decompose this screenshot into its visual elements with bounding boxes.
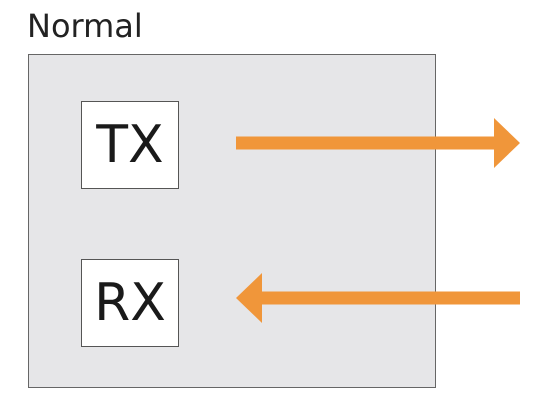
tx-port: TX — [81, 101, 179, 189]
rx-incoming-arrow — [236, 273, 520, 323]
rx-port-label: RX — [94, 273, 166, 333]
tx-port-label: TX — [96, 115, 164, 175]
diagram-title: Normal — [27, 7, 143, 45]
rx-port: RX — [81, 259, 179, 347]
tx-outgoing-arrow — [236, 118, 520, 168]
